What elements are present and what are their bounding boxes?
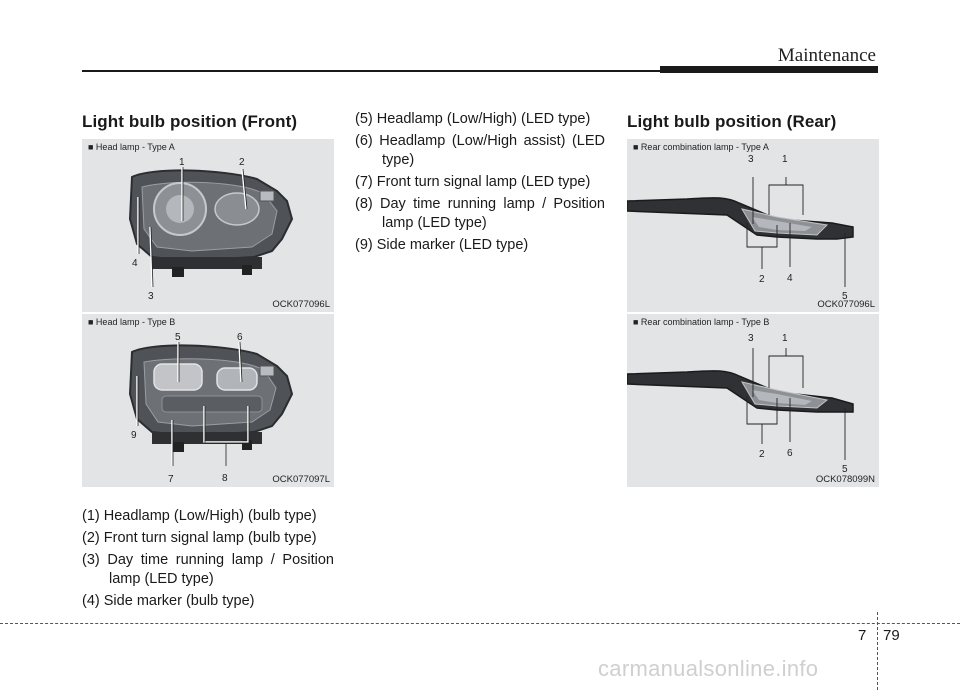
- headlamp-type-b-illustration: 5 6 9 7 8: [128, 332, 294, 485]
- callout-6: 6: [237, 332, 243, 343]
- footer-divider: [877, 612, 878, 690]
- callout-5: 5: [175, 332, 181, 343]
- callout-9: 9: [131, 430, 137, 441]
- panel-caption: ■ Head lamp - Type A: [88, 142, 175, 152]
- callout-5: 5: [842, 291, 848, 302]
- callout-1: 1: [782, 333, 788, 344]
- front-bulb-list: (1) Headlamp (Low/High) (bulb type) (2) …: [82, 507, 334, 614]
- callout-1: 1: [782, 154, 788, 165]
- list-item: (9) Side marker (LED type): [355, 237, 529, 253]
- headlamp-type-b-figure: 5 6 9 7 8 ■ Head lamp - Type B OCK077097…: [82, 314, 334, 487]
- figure-code: OCK077096L: [817, 299, 875, 310]
- list-item: (2) Front turn signal lamp (bulb type): [82, 530, 317, 546]
- rear-lamp-type-a-figure: 3 1 2 4 5 ■ Rear combination lamp - Type…: [627, 139, 879, 312]
- front-section-title: Light bulb position (Front): [82, 112, 298, 131]
- rear-lamp-type-b-figure: 3 1 2 6 5 ■ Rear combination lamp - Type…: [627, 314, 879, 487]
- list-item: (4) Side marker (bulb type): [82, 593, 255, 609]
- callout-8: 8: [222, 473, 228, 484]
- running-header: Maintenance: [777, 45, 876, 66]
- list-item: (7) Front turn signal lamp (LED type): [355, 174, 591, 190]
- callout-4: 4: [787, 273, 793, 284]
- callout-5: 5: [842, 464, 848, 475]
- panel-caption: ■ Rear combination lamp - Type A: [633, 142, 769, 152]
- rear-lamp-type-a-illustration: 3 1 2 4 5: [627, 154, 854, 302]
- led-bulb-list: (5) Headlamp (Low/High) (LED type) (6) H…: [355, 110, 605, 258]
- page-number: 79: [883, 627, 900, 644]
- figure-code: OCK077096L: [272, 299, 330, 310]
- callout-3: 3: [748, 333, 754, 344]
- list-item: (1) Headlamp (Low/High) (bulb type): [82, 508, 317, 524]
- callout-2: 2: [759, 274, 765, 285]
- watermark: carmanualsonline.info: [598, 656, 819, 681]
- list-item: (8) Day time running lamp / Position lam…: [355, 196, 605, 231]
- callout-3: 3: [748, 154, 754, 165]
- callout-2: 2: [759, 449, 765, 460]
- callout-4: 4: [132, 258, 138, 269]
- header-bar: [660, 66, 878, 73]
- rear-section-title: Light bulb position (Rear): [627, 112, 837, 131]
- footer-rule: [0, 623, 960, 624]
- list-item: (6) Headlamp (Low/High assist) (LED type…: [355, 133, 606, 168]
- callout-2: 2: [239, 157, 245, 168]
- callout-6: 6: [787, 448, 793, 459]
- chapter-number: 7: [858, 627, 867, 644]
- callout-3: 3: [148, 291, 154, 302]
- header-rule: [82, 70, 662, 72]
- callout-7: 7: [168, 474, 174, 485]
- headlamp-type-a-figure: 1 2 4 3 ■ Head lamp - Type A OCK077096L: [82, 139, 334, 312]
- figure-code: OCK078099N: [815, 474, 875, 485]
- headlamp-type-a-illustration: 1 2 4 3: [128, 157, 294, 302]
- figure-code: OCK077097L: [272, 474, 330, 485]
- panel-caption: ■ Head lamp - Type B: [88, 317, 176, 327]
- list-item: (3) Day time running lamp / Position lam…: [82, 552, 334, 587]
- list-item: (5) Headlamp (Low/High) (LED type): [355, 111, 591, 127]
- callout-1: 1: [179, 157, 185, 168]
- panel-caption: ■ Rear combination lamp - Type B: [633, 317, 770, 327]
- rear-lamp-type-b-illustration: 3 1 2 6 5: [627, 333, 854, 475]
